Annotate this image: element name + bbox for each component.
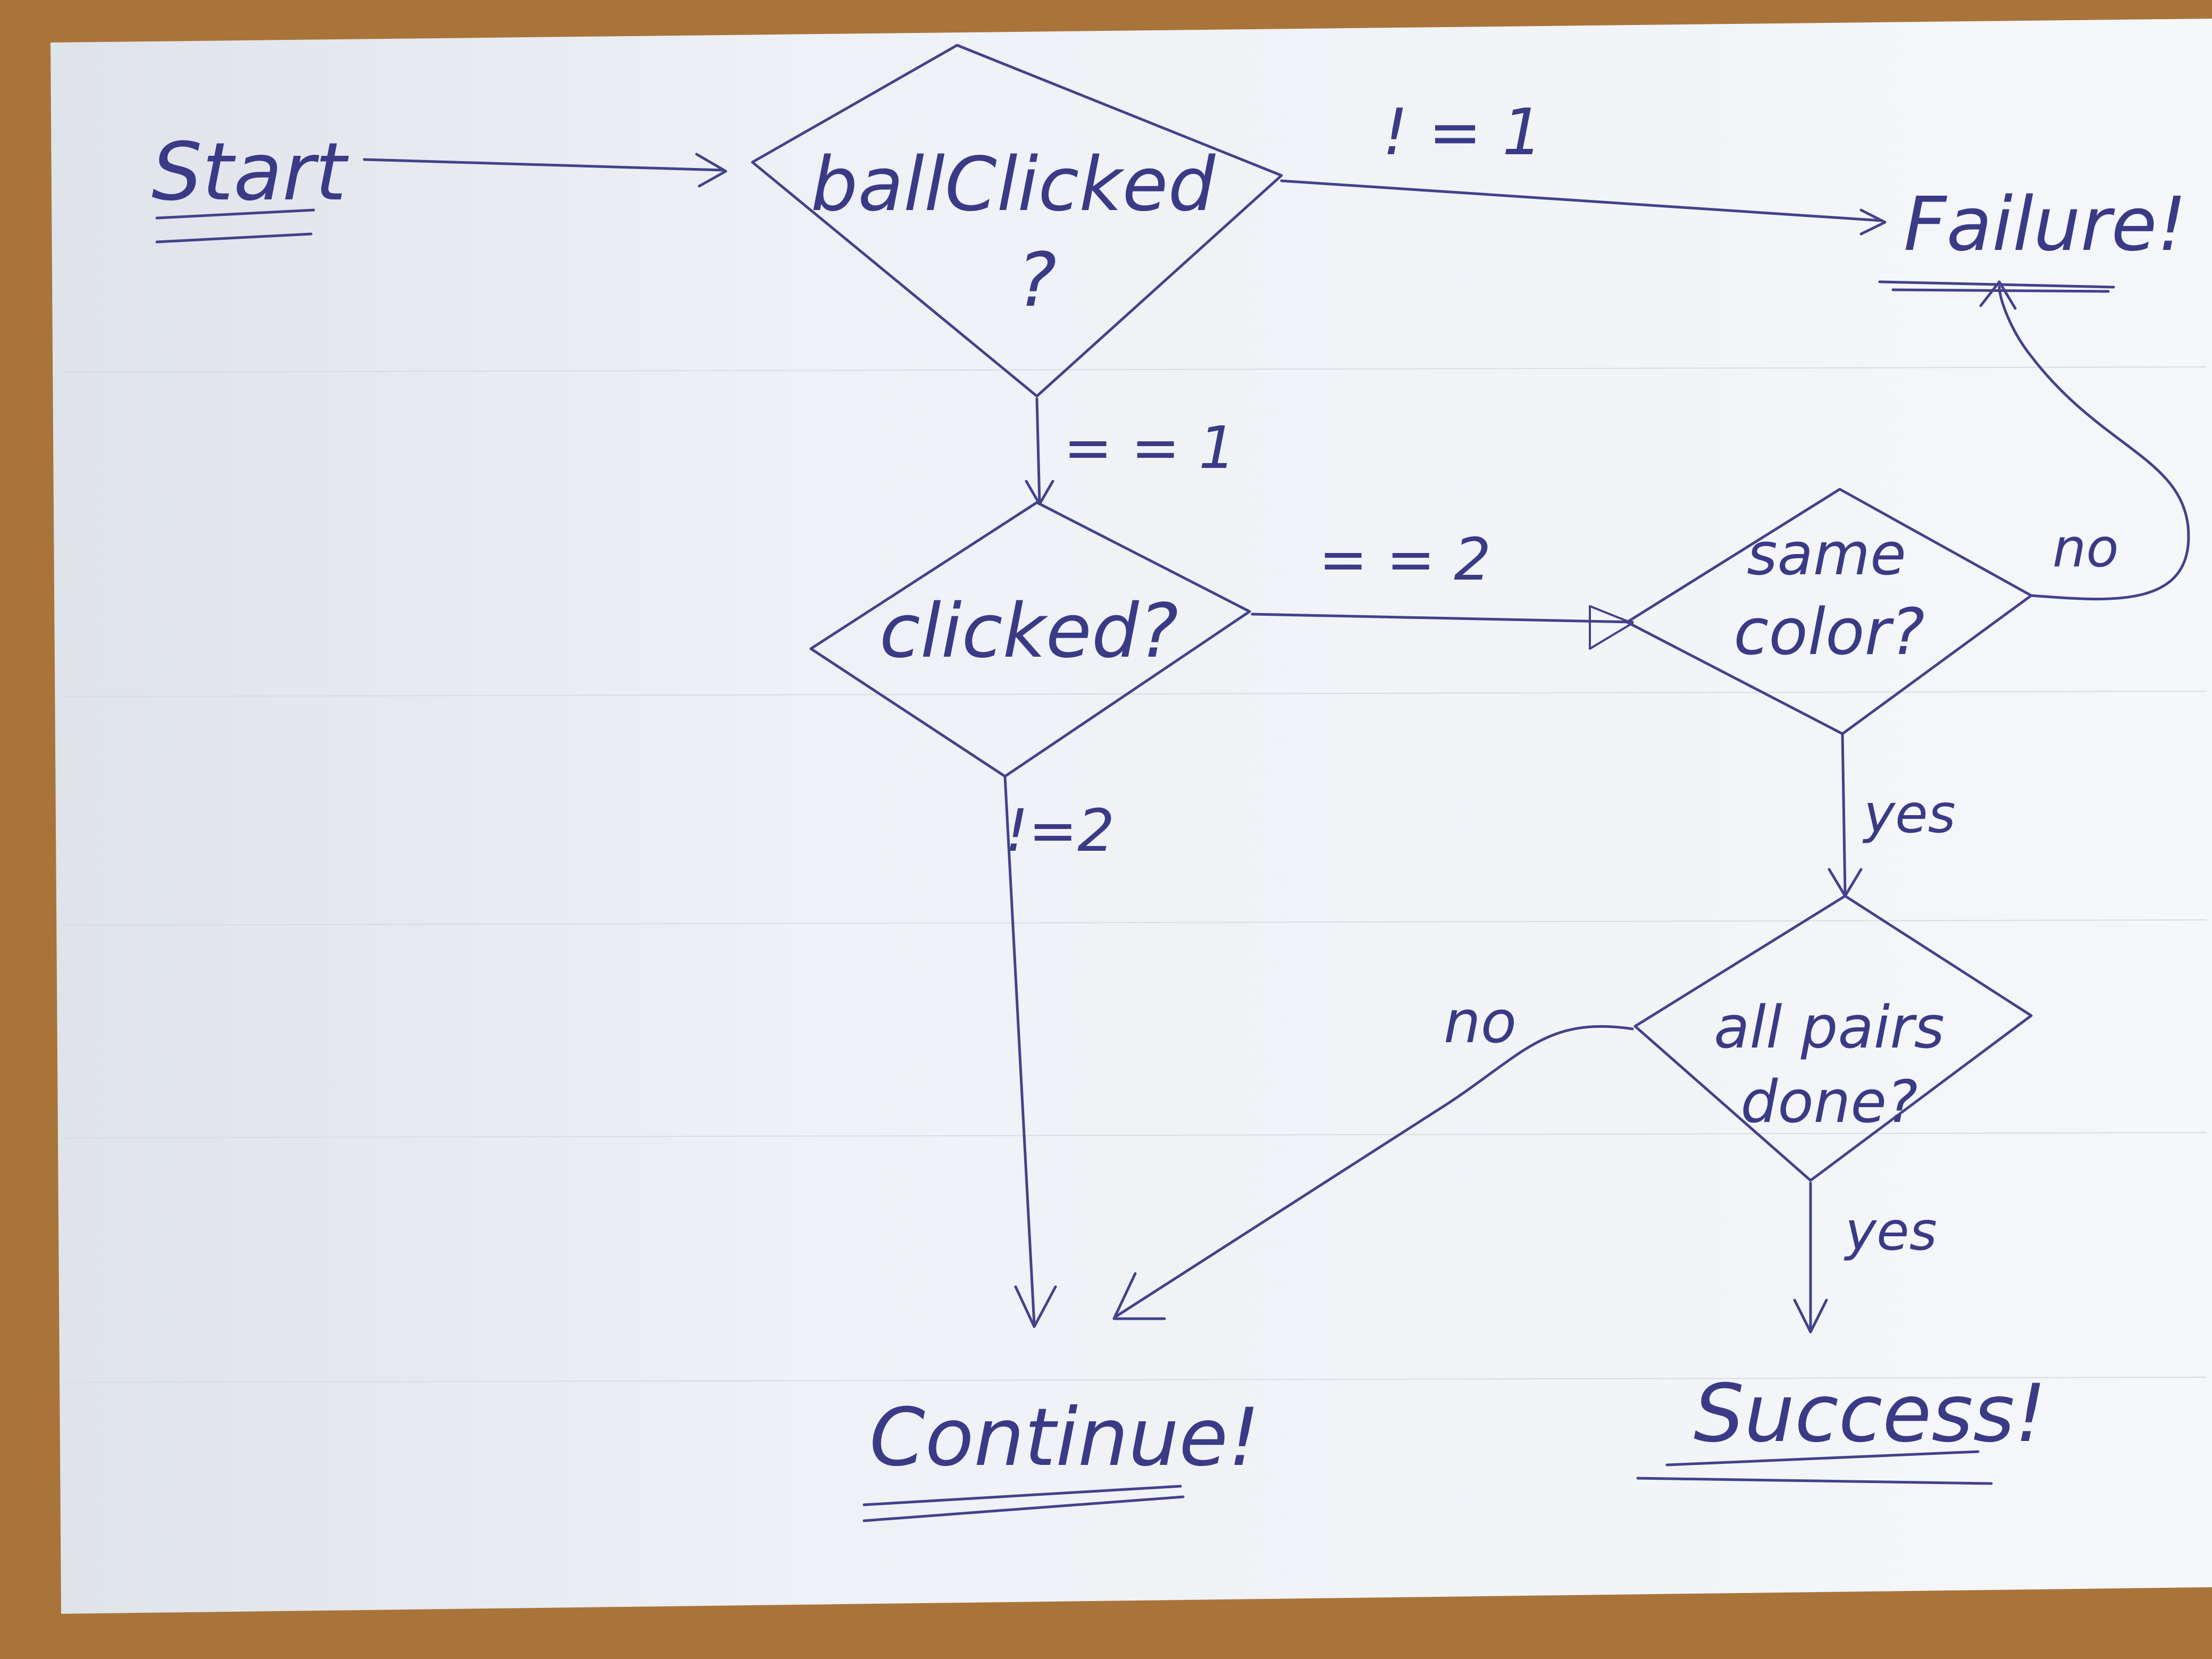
- edge-label-all-pairs-no: no: [1444, 988, 1516, 1056]
- decision-same-color-line1: same: [1747, 520, 1906, 588]
- decision-ball-clicked: [751, 44, 1283, 398]
- arrow-head: [1589, 605, 1633, 650]
- continue-underline: [862, 1485, 1182, 1506]
- start-label: Start: [152, 126, 349, 219]
- decision-all-pairs-line2: done?: [1741, 1068, 1918, 1136]
- edge-same-color-to-failure: [1998, 286, 2190, 601]
- continue-underline-2: [862, 1495, 1185, 1522]
- start-underline-2: [155, 232, 313, 244]
- paper-rules: [63, 366, 2207, 1383]
- edge-label-eq-two: = = 2: [1319, 525, 1491, 593]
- edge-label-same-color-no: no: [2052, 517, 2119, 579]
- edge-label-not-two: !=2: [1005, 797, 1115, 865]
- start-arrow: [363, 158, 725, 172]
- decision-clicked-label: clicked?: [879, 588, 1178, 675]
- arrow-head: [1859, 208, 1887, 236]
- edge-same-color-to-all-pairs: [1841, 732, 1847, 895]
- edge-all-pairs-to-continue: [1115, 1025, 1634, 1318]
- decision-ball-clicked-line2: ?: [1017, 237, 1057, 324]
- edge-label-all-pairs-yes: yes: [1844, 1200, 1937, 1262]
- decision-all-pairs-line1: all pairs: [1714, 993, 1945, 1061]
- arrow-head: [1793, 1298, 1828, 1334]
- success-underline: [1665, 1450, 1980, 1467]
- paper-sheet: [51, 19, 2212, 1614]
- arrow-head: [1112, 1272, 1166, 1320]
- decision-clicked: [809, 501, 1251, 778]
- edge-to-failure: [1280, 179, 1884, 222]
- terminal-continue: Continue!: [869, 1392, 1260, 1484]
- start-underline: [155, 208, 315, 220]
- arrow-head: [1014, 1285, 1057, 1328]
- terminal-failure: Failure!: [1904, 181, 2187, 268]
- arrow-head: [1979, 280, 2017, 310]
- decision-same-color-line2: color?: [1733, 596, 1924, 669]
- decision-all-pairs-done: [1633, 894, 2033, 1182]
- decision-ball-clicked-line1: ballClicked: [810, 141, 1216, 228]
- arrow-head: [695, 153, 727, 188]
- edge-label-not-one: ! = 1: [1382, 96, 1543, 170]
- terminal-success: Success!: [1694, 1368, 2047, 1460]
- edge-ball-clicked-to-clicked: [1035, 397, 1041, 504]
- edge-clicked-to-same-color: [1251, 613, 1634, 624]
- edge-label-eq-one: = = 1: [1063, 414, 1236, 482]
- edge-label-same-color-yes: yes: [1862, 783, 1956, 845]
- success-underline-2: [1636, 1477, 1993, 1485]
- edge-clicked-to-continue: [1003, 775, 1036, 1326]
